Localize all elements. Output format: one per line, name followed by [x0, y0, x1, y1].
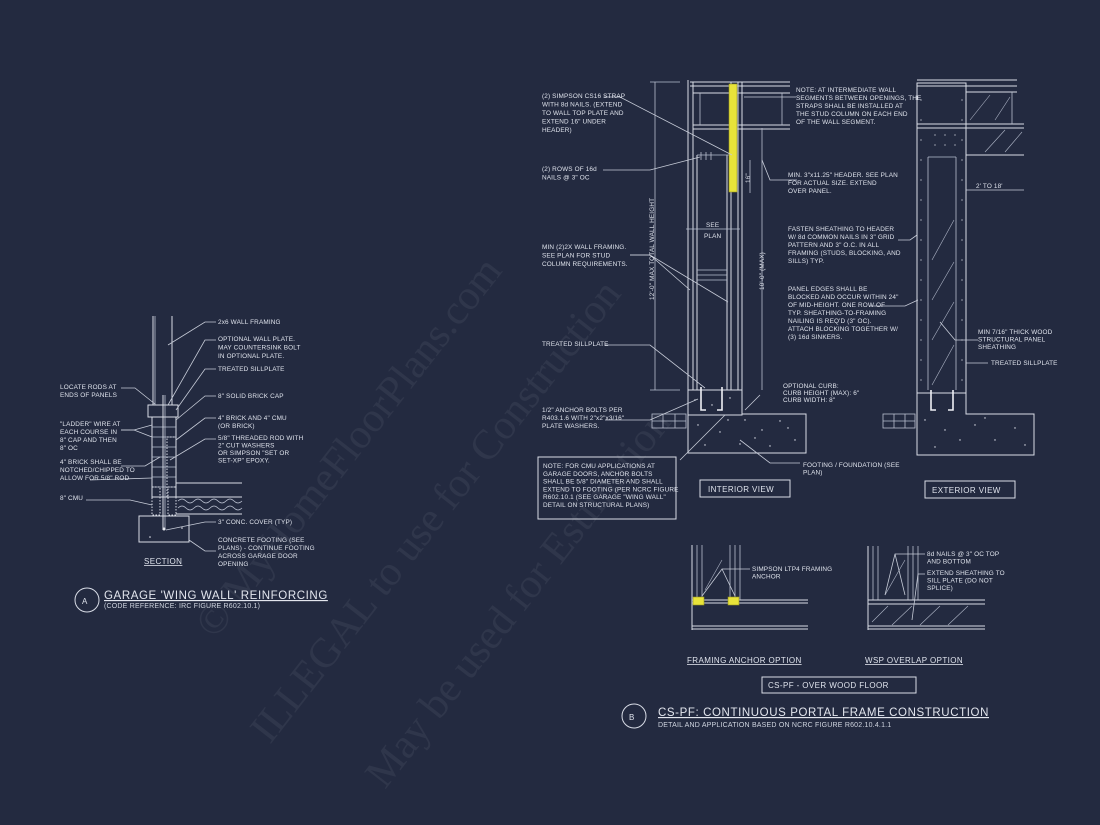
svg-text:12'-0" MAX TOTAL WALL HEIGHT: 12'-0" MAX TOTAL WALL HEIGHT	[649, 198, 656, 300]
exterior-view-drawing	[882, 79, 1035, 456]
svg-text:INTERIOR VIEW: INTERIOR VIEW	[708, 485, 774, 494]
svg-text:SEE: SEE	[706, 222, 719, 229]
exterior-view-label-box: EXTERIOR VIEW	[924, 480, 1016, 499]
svg-text:PLAN: PLAN	[704, 233, 722, 240]
simpson-strap-highlight	[728, 83, 738, 193]
svg-text:2' TO 18': 2' TO 18'	[976, 183, 1003, 190]
interior-view-dimensions: 12'-0" MAX TOTAL WALL HEIGHT 10'-0" (MAX…	[649, 173, 766, 300]
svg-text:10'-0" (MAX): 10'-0" (MAX)	[759, 252, 766, 290]
detail-b-subtitle: DETAIL AND APPLICATION BASED ON NCRC FIG…	[658, 722, 891, 729]
framing-anchor-option-label: FRAMING ANCHOR OPTION	[687, 656, 802, 665]
svg-text:8" CMU: 8" CMU	[60, 495, 83, 502]
svg-text:2x6 WALL FRAMING: 2x6 WALL FRAMING	[218, 319, 281, 326]
detail-a-section-drawing	[86, 316, 243, 552]
interior-view-label-box: INTERIOR VIEW	[699, 479, 791, 498]
ltp4-anchor-left	[692, 596, 705, 606]
svg-text:4" BRICK AND 4" CMU(OR BRICK): 4" BRICK AND 4" CMU(OR BRICK)	[218, 415, 287, 430]
detail-marker-b	[621, 703, 647, 729]
detail-a-title: GARAGE 'WING WALL' REINFORCING	[104, 590, 328, 602]
svg-text:TREATED SILLPLATE: TREATED SILLPLATE	[542, 341, 609, 348]
detail-marker-b-label: B	[629, 713, 635, 722]
detail-marker-a	[74, 587, 100, 613]
detail-b-title: CS-PF: CONTINUOUS PORTAL FRAME CONSTRUCT…	[658, 707, 989, 719]
ltp4-anchor-right	[727, 596, 740, 606]
svg-text:OPTIONAL WALL PLATE.MAY COUNTE: OPTIONAL WALL PLATE.MAY COUNTERSINK BOLT…	[218, 336, 301, 360]
detail-b-title-block: B CS-PF: CONTINUOUS PORTAL FRAME CONSTRU…	[621, 703, 989, 729]
svg-text:3" CONC. COVER (TYP): 3" CONC. COVER (TYP)	[218, 519, 292, 526]
svg-text:TREATED SILLPLATE: TREATED SILLPLATE	[218, 366, 285, 373]
detail-a-subtitle: (CODE REFERENCE: IRC FIGURE R602.10.1)	[104, 603, 260, 610]
watermark-line-3: May be used for Estimation	[357, 400, 681, 796]
svg-text:CS-PF - OVER WOOD FLOOR: CS-PF - OVER WOOD FLOOR	[768, 681, 889, 690]
wsp-overlap-option-label: WSP OVERLAP OPTION	[865, 656, 963, 665]
interior-view-drawing	[603, 80, 807, 464]
svg-text:TREATED SILLPLATE: TREATED SILLPLATE	[991, 360, 1058, 367]
detail-marker-a-label: A	[82, 597, 88, 606]
detail-a-callouts-right: 2x6 WALL FRAMING OPTIONAL WALL PLATE.MAY…	[218, 319, 315, 568]
detail-a-title-block: A GARAGE 'WING WALL' REINFORCING (CODE R…	[74, 587, 328, 613]
svg-text:16": 16"	[745, 173, 752, 183]
svg-text:EXTERIOR VIEW: EXTERIOR VIEW	[932, 486, 1001, 495]
svg-text:OPTIONAL CURB:CURB HEIGHT (MAX: OPTIONAL CURB:CURB HEIGHT (MAX): 6"CURB …	[783, 383, 859, 404]
svg-text:MIN (2)2X WALL FRAMING.SEE PLA: MIN (2)2X WALL FRAMING.SEE PLAN FOR STUD…	[542, 244, 628, 268]
detail-a-section-label: SECTION	[144, 557, 182, 566]
svg-text:8" SOLID BRICK CAP: 8" SOLID BRICK CAP	[218, 393, 284, 400]
over-wood-floor-label-box: CS-PF - OVER WOOD FLOOR	[761, 676, 917, 694]
